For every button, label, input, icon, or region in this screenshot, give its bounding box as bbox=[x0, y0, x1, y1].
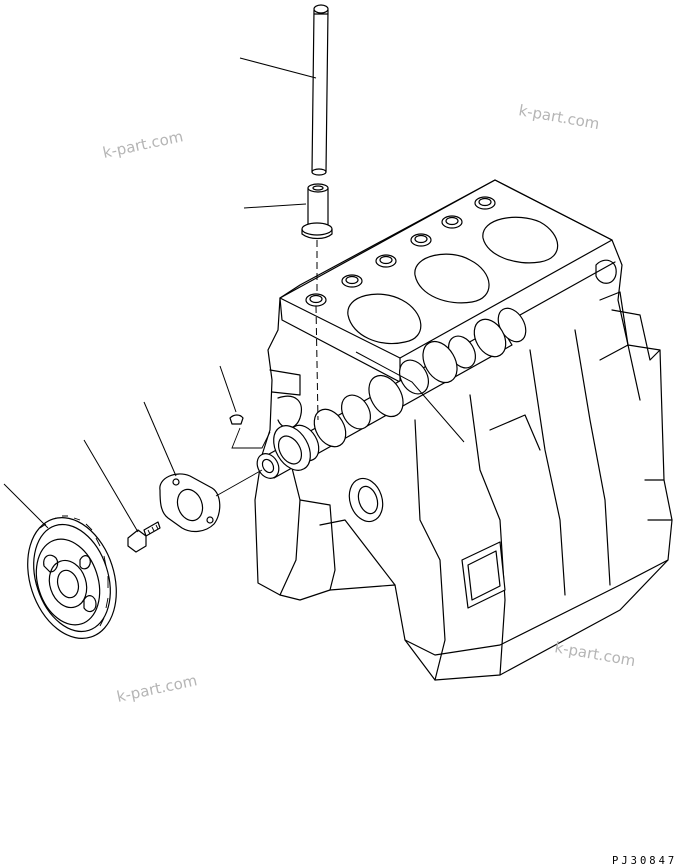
watermark: k-part.com bbox=[101, 127, 185, 162]
thrust-plate bbox=[159, 473, 221, 533]
push-rod bbox=[311, 4, 329, 176]
leader-camshaft-gear bbox=[3, 483, 49, 529]
leader-camshaft bbox=[355, 351, 465, 443]
leader-valve-tappet bbox=[243, 203, 307, 209]
leader-lines bbox=[3, 57, 465, 533]
leader-bolt bbox=[83, 439, 139, 533]
leader-thrust-plate bbox=[143, 401, 177, 477]
watermark: k-part.com bbox=[115, 671, 199, 706]
leader-woodruff-key bbox=[219, 365, 237, 413]
leader-push-rod bbox=[239, 57, 317, 79]
watermark: k-part.com bbox=[517, 101, 601, 133]
bolt bbox=[127, 521, 161, 553]
valve-tappet bbox=[301, 183, 333, 240]
camshaft bbox=[256, 307, 527, 479]
camshaft-gear bbox=[27, 515, 117, 639]
block-center-line bbox=[315, 305, 319, 421]
woodruff-key bbox=[229, 414, 244, 425]
plate-guide-line bbox=[215, 469, 263, 497]
key-guide-line bbox=[231, 427, 271, 449]
watermark: k-part.com bbox=[553, 638, 637, 670]
drawing-code: PJ30847 bbox=[612, 855, 677, 867]
